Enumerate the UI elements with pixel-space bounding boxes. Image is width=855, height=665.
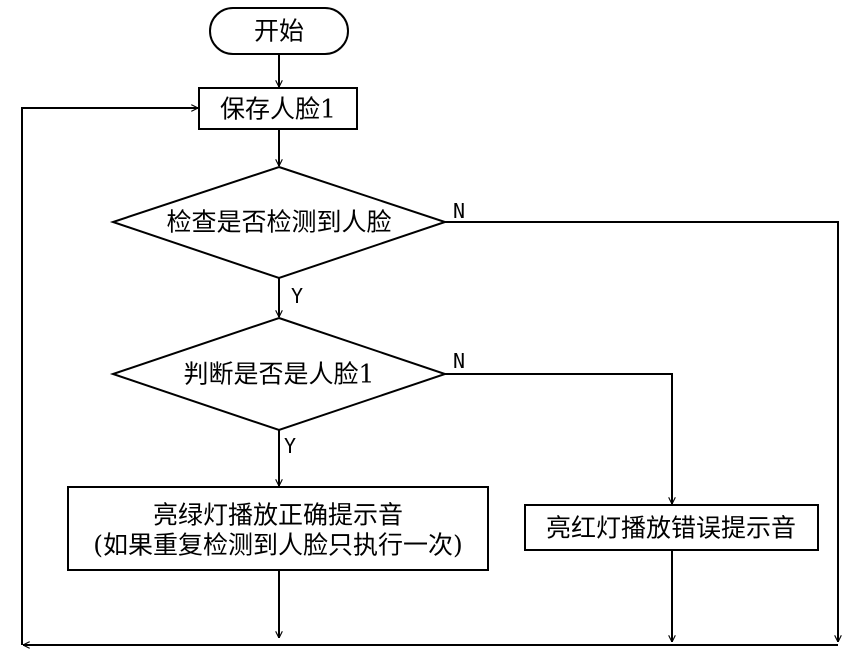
detect-yes-label: Y	[291, 284, 303, 308]
detect-decision-node: 检查是否检测到人脸	[109, 165, 449, 280]
edge-detect-no	[445, 221, 838, 642]
save-face-node: 保存人脸1	[198, 87, 358, 130]
save-face-box	[198, 87, 358, 130]
match-decision-node: 判断是否是人脸1	[109, 316, 449, 432]
edge-match-no	[445, 373, 672, 504]
match-yes-label: Y	[284, 434, 296, 458]
edge-loop-return	[21, 108, 198, 645]
green-action-line-1: 亮绿灯播放正确提示音	[153, 501, 403, 530]
detect-decision-label: 检查是否检测到人脸	[166, 208, 391, 237]
match-decision-label: 判断是否是人脸1	[184, 360, 375, 389]
red-action-label: 亮红灯播放错误提示音	[546, 514, 796, 543]
green-action-line-2: (如果重复检测到人脸只执行一次)	[93, 531, 463, 560]
detect-no-label: N	[453, 199, 465, 223]
start-label: 开始	[254, 17, 304, 46]
red-action-node: 亮红灯播放错误提示音	[524, 504, 819, 551]
start-node: 开始	[209, 7, 349, 55]
green-action-node: 亮绿灯播放正确提示音 (如果重复检测到人脸只执行一次)	[67, 486, 489, 571]
save-face-label: 保存人脸1	[220, 95, 336, 124]
match-no-label: N	[453, 349, 465, 373]
